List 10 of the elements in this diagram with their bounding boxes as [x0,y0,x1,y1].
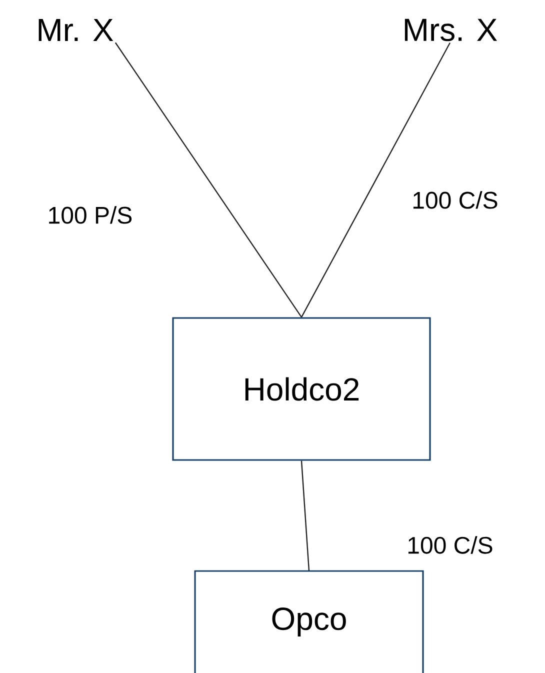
connector-line [300,42,451,318]
edge-label: 100 C/S [405,534,495,556]
company-box: Holdco2 [172,317,431,461]
connector-line [300,460,310,571]
edge-label: 100 C/S [410,190,500,210]
edge-label: 100 P/S [46,204,134,226]
company-box: Opco [194,570,424,673]
person-label: Mr. X [38,18,114,41]
connector-line [114,42,302,318]
person-label: Mrs. X [404,18,498,42]
